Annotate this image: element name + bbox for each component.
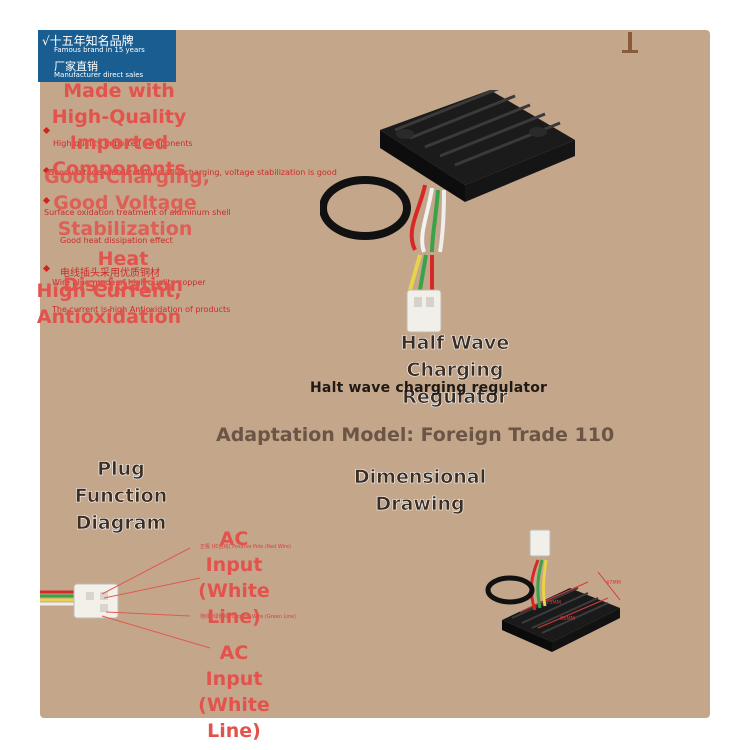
dim-label-2: 66MM bbox=[560, 616, 575, 622]
ac-input-1: AC Input (White Line) bbox=[198, 528, 270, 628]
badge-line-4: Manufacturer direct sales bbox=[54, 71, 144, 79]
overlay-good-voltage: Good Voltage Stabilization bbox=[53, 192, 197, 240]
overlay-heat: Heat Dissipation bbox=[62, 248, 183, 296]
plug-wires-icon bbox=[40, 590, 76, 606]
hanger-mark bbox=[628, 32, 632, 50]
badge-line-1: √十五年知名品牌 bbox=[42, 34, 134, 48]
wires-icon bbox=[408, 184, 446, 291]
pin-ground-label: 地线 (绿色线) Ground Wire (Green Line) bbox=[200, 614, 296, 620]
dim-label-3: 47MM bbox=[606, 580, 621, 586]
overlay-high-current: High Current, Antioxidation bbox=[36, 280, 182, 328]
regulator-body-icon bbox=[380, 90, 575, 202]
plug-connector-icon bbox=[406, 289, 442, 333]
plug-diagram bbox=[40, 547, 211, 649]
overlay-good-charging: Good Charging, bbox=[43, 166, 211, 188]
badge-line-3: 厂家直销 bbox=[54, 60, 98, 73]
ac-input-2: AC Input (White Line) bbox=[198, 642, 270, 742]
adaptation-model: Adaptation Model: Foreign Trade 110 bbox=[216, 424, 615, 446]
brand-badge: √十五年知名品牌 Famous brand in 15 years 厂家直销 M… bbox=[38, 30, 176, 82]
product-caption: Halt wave charging regulator bbox=[310, 380, 548, 396]
overlay-made-with: Made with High-Quality Imported Componen… bbox=[51, 80, 187, 180]
dimension-lines-icon bbox=[519, 571, 621, 629]
small-cable-loop-icon bbox=[485, 575, 535, 605]
cable-loop-icon bbox=[320, 176, 411, 240]
product-title: Half Wave Charging Regulator bbox=[400, 332, 510, 409]
dimensional-drawing: 73MM 66MM 47MM bbox=[485, 529, 621, 652]
small-regulator-icon bbox=[502, 587, 620, 652]
feature-small-2: Good voltage stabilization, stable charg… bbox=[48, 168, 337, 177]
feature-small-4: Good heat dissipation effect bbox=[60, 236, 173, 245]
hanger-mark-base bbox=[622, 50, 638, 53]
feature-small-3: Surface oxidation treatment of aluminum … bbox=[44, 208, 231, 217]
small-plug-icon bbox=[529, 529, 551, 557]
feature-small-6: Wire plug made of high quality copper bbox=[52, 278, 206, 287]
pin-callout-lines-icon bbox=[101, 547, 211, 649]
feature-small-7: The current is high Antioxidation of pro… bbox=[52, 305, 231, 314]
dimensional-drawing-title: Dimensional Drawing bbox=[353, 466, 487, 516]
regulator-photo bbox=[320, 90, 575, 333]
small-wires-icon bbox=[529, 559, 548, 611]
badge-line-2: Famous brand in 15 years bbox=[54, 46, 145, 54]
dim-label-1: 73MM bbox=[546, 600, 561, 606]
feature-small-5: 电线插头采用优质铜材 bbox=[60, 268, 160, 279]
plug-diagram-title: Plug Function Diagram bbox=[74, 458, 168, 535]
feature-small-1: High-quality imported components bbox=[53, 139, 193, 148]
pin-positive-label: 正极 (红色线) Positive Pole (Red Wire) bbox=[200, 544, 292, 550]
